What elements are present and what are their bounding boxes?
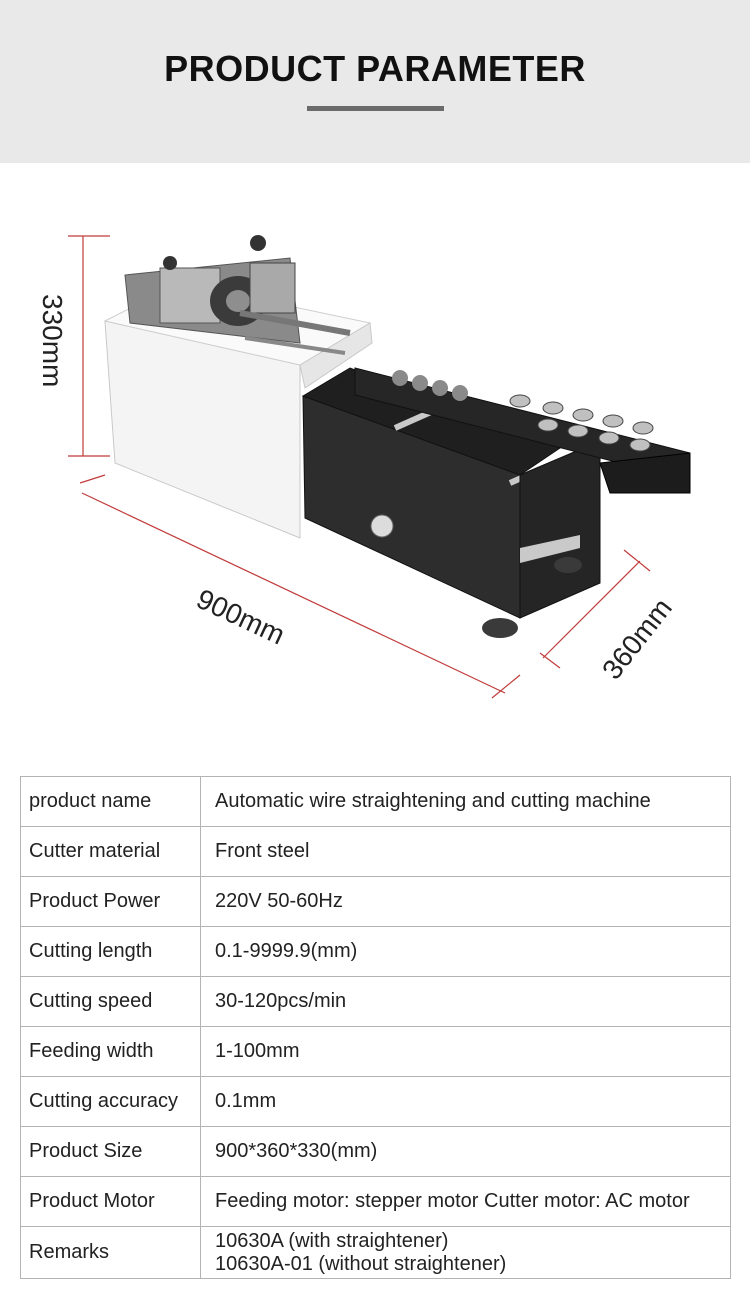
- param-value: 30-120pcs/min: [200, 976, 731, 1027]
- table-row-remarks: Remarks 10630A (with straightener) 10630…: [20, 1226, 731, 1279]
- param-key: Feeding width: [20, 1026, 201, 1077]
- param-key: Cutting accuracy: [20, 1076, 201, 1127]
- header-banner: PRODUCT PARAMETER: [0, 0, 750, 163]
- straightener-frame: [301, 367, 691, 638]
- param-key: Product Motor: [20, 1176, 201, 1227]
- product-figure: 330mm 900mm 360mm: [0, 163, 750, 763]
- dimension-lines: [68, 235, 651, 699]
- param-value: 0.1-9999.9(mm): [200, 926, 731, 977]
- param-key: Product Power: [20, 876, 201, 927]
- param-value: 1-100mm: [200, 1026, 731, 1077]
- parameter-table: product name Automatic wire straightenin…: [20, 776, 731, 1279]
- param-key: Cutting speed: [20, 976, 201, 1027]
- param-key: product name: [20, 776, 201, 827]
- remarks-line-2: 10630A-01 (without straightener): [215, 1252, 507, 1275]
- table-row: Cutter material Front steel: [20, 826, 731, 877]
- table-row: Product Power 220V 50-60Hz: [20, 876, 731, 927]
- param-value: Feeding motor: stepper motor Cutter moto…: [200, 1176, 731, 1227]
- table-row: Cutting speed 30-120pcs/min: [20, 976, 731, 1027]
- table-row: Cutting accuracy 0.1mm: [20, 1076, 731, 1127]
- param-key: Product Size: [20, 1126, 201, 1177]
- param-key: Cutter material: [20, 826, 201, 877]
- height-dimension: 330mm: [37, 294, 68, 388]
- param-key: Cutting length: [20, 926, 201, 977]
- param-value-remarks: 10630A (with straightener) 10630A-01 (wi…: [200, 1226, 731, 1279]
- machine-illustration: [68, 235, 691, 699]
- param-value: 900*360*330(mm): [200, 1126, 731, 1177]
- title-underline: [307, 106, 444, 111]
- machine-housing: [103, 235, 373, 539]
- param-value: 220V 50-60Hz: [200, 876, 731, 927]
- param-value: Automatic wire straightening and cutting…: [200, 776, 731, 827]
- param-key: Remarks: [20, 1226, 201, 1279]
- table-row: Cutting length 0.1-9999.9(mm): [20, 926, 731, 977]
- table-row: product name Automatic wire straightenin…: [20, 776, 731, 827]
- param-value: Front steel: [200, 826, 731, 877]
- remarks-line-1: 10630A (with straightener): [215, 1229, 449, 1252]
- table-row: Product Motor Feeding motor: stepper mot…: [20, 1176, 731, 1227]
- table-row: Product Size 900*360*330(mm): [20, 1126, 731, 1177]
- page-title: PRODUCT PARAMETER: [164, 48, 586, 89]
- param-value: 0.1mm: [200, 1076, 731, 1127]
- table-row: Feeding width 1-100mm: [20, 1026, 731, 1077]
